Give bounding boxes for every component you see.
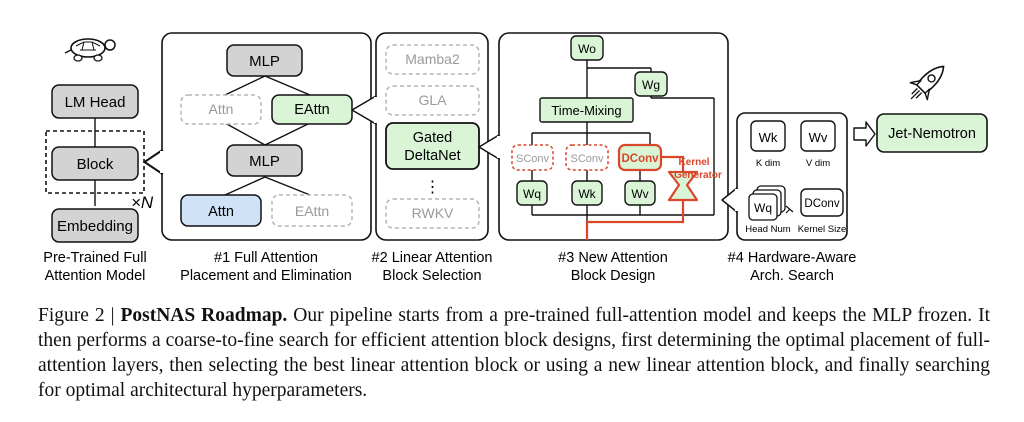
step4-caption-line2: Arch. Search bbox=[750, 268, 834, 284]
svg-text:Kernel: Kernel bbox=[678, 157, 709, 168]
svg-text:Wv: Wv bbox=[809, 130, 828, 145]
wv-block: Wv bbox=[624, 180, 656, 206]
svg-text:MLP: MLP bbox=[249, 53, 280, 70]
gated-deltanet-block: Gated DeltaNet bbox=[385, 122, 480, 170]
svg-text:Wq: Wq bbox=[523, 187, 541, 201]
svg-text:SConv: SConv bbox=[570, 153, 604, 165]
attn-block: Attn bbox=[180, 194, 262, 227]
step1-caption-line1: #1 Full Attention bbox=[214, 250, 318, 266]
panel1-frame bbox=[161, 32, 372, 241]
block-block: Block bbox=[51, 146, 139, 181]
svg-text:Kernel Size: Kernel Size bbox=[798, 224, 847, 235]
attn-ghost-block: Attn bbox=[180, 94, 262, 125]
svg-text:Wk: Wk bbox=[578, 187, 596, 201]
pretrained-caption-line2: Attention Model bbox=[45, 268, 146, 284]
rocket-icon bbox=[909, 65, 945, 101]
wo-block: Wo bbox=[570, 35, 604, 61]
step4-caption-line1: #4 Hardware-Aware bbox=[728, 250, 857, 266]
dconv-kernel-block: DConv Kernel Size bbox=[798, 188, 847, 235]
pretrained-caption-line1: Pre-Trained Full bbox=[43, 250, 146, 266]
dconv-block: DConv bbox=[617, 143, 663, 172]
caption-title: PostNAS Roadmap. bbox=[120, 305, 288, 326]
kernel-generator: Kernel Generator bbox=[585, 155, 722, 240]
step1-caption-line2: Placement and Elimination bbox=[180, 268, 352, 284]
times-n-label: ×N bbox=[131, 193, 154, 212]
lm-head-label: LM Head bbox=[65, 94, 126, 111]
wk-dim-block: Wk K dim bbox=[750, 120, 786, 169]
wg-block: Wg bbox=[634, 71, 668, 97]
svg-text:EAttn: EAttn bbox=[295, 203, 329, 219]
more-options-ellipsis: ⋮ bbox=[425, 179, 441, 196]
lm-head-block: LM Head bbox=[51, 84, 139, 119]
svg-text:Attn: Attn bbox=[208, 204, 234, 220]
step3-caption-line2: Block Design bbox=[571, 268, 656, 284]
result-arrow bbox=[853, 121, 876, 147]
svg-text:V dim: V dim bbox=[806, 158, 830, 169]
svg-text:Gated: Gated bbox=[413, 130, 453, 146]
step2-caption-line2: Block Selection bbox=[382, 268, 481, 284]
svg-text:DConv: DConv bbox=[804, 198, 839, 210]
svg-text:K dim: K dim bbox=[756, 158, 780, 169]
svg-text:Attn: Attn bbox=[209, 101, 234, 117]
svg-text:Mamba2: Mamba2 bbox=[405, 51, 460, 67]
panel3-frame bbox=[498, 32, 729, 241]
svg-text:Generator: Generator bbox=[674, 170, 722, 181]
mlp-bottom-block: MLP bbox=[226, 144, 303, 177]
jet-nemotron-block: Jet-Nemotron bbox=[876, 113, 988, 153]
sconv2-block: SConv bbox=[565, 144, 609, 171]
wv-dim-block: Wv V dim bbox=[800, 120, 836, 169]
svg-text:MLP: MLP bbox=[249, 153, 280, 170]
svg-text:DConv: DConv bbox=[621, 153, 659, 165]
svg-text:Wo: Wo bbox=[578, 42, 596, 56]
caption-text: Our pipeline starts from a pre-trained f… bbox=[38, 305, 990, 401]
svg-text:DeltaNet: DeltaNet bbox=[404, 148, 460, 164]
svg-text:Wg: Wg bbox=[642, 78, 660, 92]
svg-text:Time-Mixing: Time-Mixing bbox=[551, 103, 621, 118]
svg-text:SConv: SConv bbox=[516, 153, 550, 165]
embedding-label: Embedding bbox=[57, 218, 133, 235]
step2-caption-line1: #2 Linear Attention bbox=[372, 250, 493, 266]
mamba2-ghost-block: Mamba2 bbox=[385, 44, 480, 75]
eattn-block: EAttn bbox=[271, 94, 353, 125]
gla-ghost-block: GLA bbox=[385, 85, 480, 116]
wk-block: Wk bbox=[571, 180, 603, 206]
step3-caption-line1: #3 New Attention bbox=[558, 250, 668, 266]
sconv1-block: SConv bbox=[511, 144, 554, 171]
wq-block: Wq bbox=[516, 180, 548, 206]
rwkv-ghost-block: RWKV bbox=[385, 198, 480, 229]
time-mixing-block: Time-Mixing bbox=[539, 97, 634, 123]
svg-text:EAttn: EAttn bbox=[294, 102, 329, 118]
svg-text:Wq: Wq bbox=[754, 201, 772, 215]
svg-text:RWKV: RWKV bbox=[412, 205, 454, 221]
wq-heads-block: Wq Head Num bbox=[745, 185, 794, 235]
panel1-connectors bbox=[224, 75, 311, 196]
svg-text:Wk: Wk bbox=[759, 130, 778, 145]
block-label: Block bbox=[77, 156, 114, 173]
postnas-roadmap-diagram: LM Head Block ×N Embedding Pre-Trained F… bbox=[43, 32, 988, 284]
svg-text:Wv: Wv bbox=[631, 187, 648, 201]
figure-caption: Figure 2 | PostNAS Roadmap. Our pipeline… bbox=[38, 303, 990, 403]
embedding-block: Embedding bbox=[51, 208, 139, 243]
panel1-callout-notch bbox=[143, 149, 163, 175]
caption-label: Figure 2 | bbox=[38, 305, 121, 326]
turtle-icon bbox=[64, 38, 116, 62]
mlp-top-block: MLP bbox=[226, 44, 303, 77]
svg-text:Jet-Nemotron: Jet-Nemotron bbox=[888, 126, 976, 142]
svg-text:Head Num: Head Num bbox=[745, 224, 790, 235]
eattn-ghost-block: EAttn bbox=[271, 194, 353, 227]
svg-text:GLA: GLA bbox=[418, 92, 447, 108]
